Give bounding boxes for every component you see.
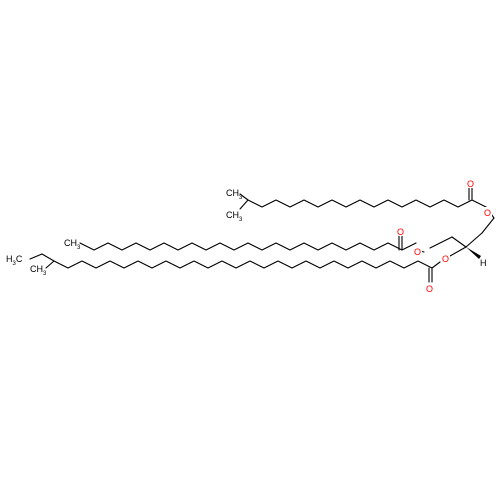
glycerol-ch2-mid xyxy=(429,236,453,249)
o-ester-mid: O xyxy=(414,247,421,257)
chain-top-branch-2 xyxy=(239,199,249,210)
o-carbonyl-top: O xyxy=(467,179,474,189)
chain-bottom-branch-3 xyxy=(45,260,55,269)
glycerol-backbone-2 xyxy=(465,232,483,248)
glycerol-ch2-top xyxy=(481,217,495,234)
glycerol-backbone xyxy=(451,236,467,248)
ch3-top-a: CH3 xyxy=(226,188,243,201)
stereo-wedge xyxy=(466,247,481,259)
chain-middle-bonds xyxy=(79,242,417,251)
o-ester-bottom: O xyxy=(442,254,449,264)
o-ester-top: O xyxy=(484,208,491,218)
o-carbonyl-bottom: O xyxy=(426,284,433,294)
glycerol-o-bottom-bond xyxy=(449,246,467,257)
chain-top-branch xyxy=(239,193,249,201)
h-stereo: H xyxy=(480,258,487,268)
ch3-middle-terminal: CH3 xyxy=(64,238,81,251)
o-carbonyl-mid: O xyxy=(397,227,404,237)
chain-bottom-bonds xyxy=(53,260,441,269)
chain-bottom-branch xyxy=(41,253,55,262)
chain-bottom-branch-2 xyxy=(29,253,43,260)
h3c-bottom: H3C xyxy=(6,254,23,267)
ch3-top-b: CH3 xyxy=(226,210,243,223)
ch3-bottom-branch: CH3 xyxy=(30,264,47,277)
chain-top-bonds xyxy=(247,199,487,208)
